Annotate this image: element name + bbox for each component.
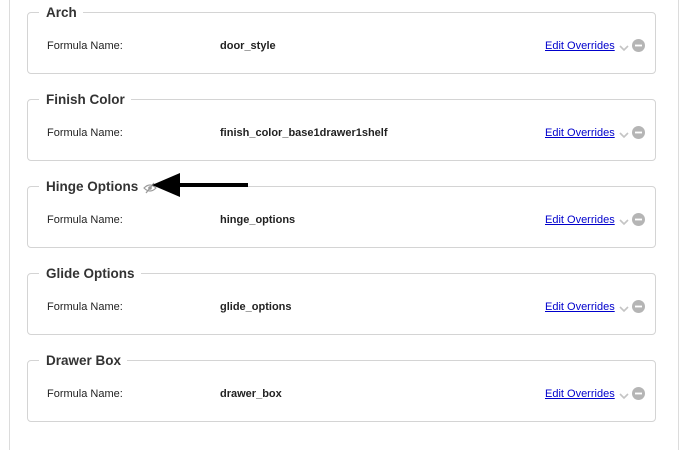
formula-name-label: Formula Name: xyxy=(47,388,123,400)
chevron-down-icon[interactable] xyxy=(618,215,630,227)
arrow-left-icon xyxy=(152,172,250,198)
row-actions: Edit Overrides xyxy=(545,299,645,314)
chevron-down-icon[interactable] xyxy=(618,302,630,314)
formula-name-label: Formula Name: xyxy=(47,301,123,313)
minus-circle-icon[interactable] xyxy=(631,39,645,52)
row-actions: Edit Overrides xyxy=(545,212,645,227)
fieldset-title: Drawer Box xyxy=(46,353,122,368)
formula-name-label: Formula Name: xyxy=(47,40,123,52)
fieldset-finish-color: Finish Color Formula Name: finish_color_… xyxy=(27,91,656,161)
fieldset-drawer-box: Drawer Box Formula Name: drawer_box Edit… xyxy=(27,352,656,422)
minus-circle-icon[interactable] xyxy=(631,126,645,139)
row-actions: Edit Overrides xyxy=(545,386,645,401)
chevron-down-icon[interactable] xyxy=(618,128,630,140)
formula-name-label: Formula Name: xyxy=(47,127,123,139)
formula-name-label: Formula Name: xyxy=(47,214,123,226)
formula-name-value: drawer_box xyxy=(220,388,282,400)
minus-circle-icon[interactable] xyxy=(631,213,645,226)
edit-overrides-link[interactable]: Edit Overrides xyxy=(545,387,615,400)
fieldset-arch: Arch Formula Name: door_style Edit Overr… xyxy=(27,4,656,74)
eye-slash-icon[interactable] xyxy=(143,181,158,194)
chevron-down-icon[interactable] xyxy=(618,389,630,401)
chevron-down-icon[interactable] xyxy=(618,41,630,53)
page-frame xyxy=(9,0,679,450)
fieldset-glide-options: Glide Options Formula Name: glide_option… xyxy=(27,265,656,335)
fieldset-legend: Drawer Box xyxy=(39,352,128,370)
fieldset-legend: Glide Options xyxy=(39,265,141,283)
fieldset-title: Hinge Options xyxy=(46,179,139,194)
edit-overrides-link[interactable]: Edit Overrides xyxy=(545,126,615,139)
fieldset-hinge-options: Hinge Options Formula Name: hinge_option… xyxy=(27,178,656,248)
edit-overrides-link[interactable]: Edit Overrides xyxy=(545,300,615,313)
formula-name-value: door_style xyxy=(220,40,276,52)
edit-overrides-link[interactable]: Edit Overrides xyxy=(545,213,615,226)
fieldset-legend: Hinge Options xyxy=(39,178,164,196)
row-actions: Edit Overrides xyxy=(545,125,645,140)
formula-name-value: finish_color_base1drawer1shelf xyxy=(220,127,388,139)
fieldset-title: Arch xyxy=(46,5,77,20)
fieldset-title: Glide Options xyxy=(46,266,135,281)
minus-circle-icon[interactable] xyxy=(631,387,645,400)
fieldset-title: Finish Color xyxy=(46,92,125,107)
minus-circle-icon[interactable] xyxy=(631,300,645,313)
formula-name-value: glide_options xyxy=(220,301,292,313)
edit-overrides-link[interactable]: Edit Overrides xyxy=(545,39,615,52)
formula-name-value: hinge_options xyxy=(220,214,296,226)
fieldset-legend: Arch xyxy=(39,4,83,22)
fieldset-legend: Finish Color xyxy=(39,91,131,109)
row-actions: Edit Overrides xyxy=(545,38,645,53)
